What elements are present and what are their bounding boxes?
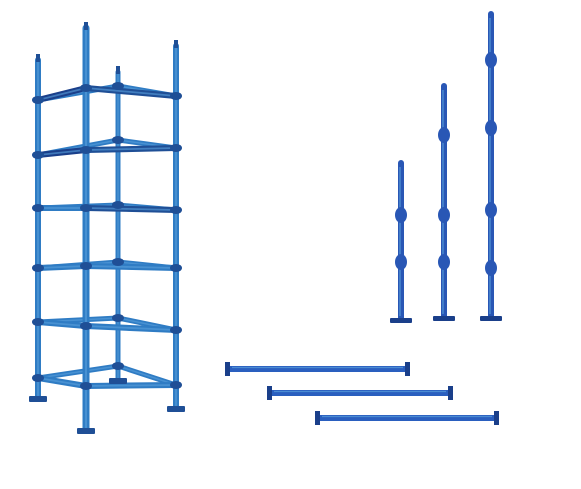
tower-spigot-1 bbox=[84, 22, 88, 30]
ledger-2-end-left bbox=[267, 386, 272, 400]
tower-base-plate-2 bbox=[109, 378, 127, 384]
standard-1-cup-2 bbox=[395, 254, 407, 270]
standard-3-base-plate bbox=[480, 316, 502, 321]
standard-1-base-plate bbox=[390, 318, 412, 323]
tower-rosette-1-1 bbox=[80, 84, 92, 92]
ledger-3-end-right bbox=[494, 411, 499, 425]
tower-rosette-5-4 bbox=[112, 314, 124, 322]
ledger-1-end-left bbox=[225, 362, 230, 376]
standard-3-cup-1 bbox=[485, 52, 497, 68]
ledger-1-end-right bbox=[405, 362, 410, 376]
tower-base-plate-3 bbox=[77, 428, 95, 434]
tower-ledger-left-2-highlight bbox=[37, 149, 87, 156]
tower-rosette-3-4 bbox=[112, 201, 124, 209]
tower-rosette-6-1 bbox=[80, 382, 92, 390]
tower-ledger-back-6-highlight bbox=[37, 365, 119, 379]
tower-rosette-4-3 bbox=[32, 264, 44, 272]
standard-3-cup-4 bbox=[485, 260, 497, 276]
tower-rosette-2-1 bbox=[80, 146, 92, 154]
tower-ledger-front-1-highlight bbox=[85, 87, 177, 97]
tower-ledger-front-4-highlight bbox=[85, 265, 177, 269]
scaffold-tower bbox=[29, 22, 185, 434]
tower-rosette-3-1 bbox=[80, 204, 92, 212]
tower-rosette-6-2 bbox=[170, 381, 182, 389]
tower-rosette-3-3 bbox=[32, 204, 44, 212]
tower-rosette-4-4 bbox=[112, 258, 124, 266]
standard-2-cup-1 bbox=[438, 127, 450, 143]
tower-rosette-2-4 bbox=[112, 136, 124, 144]
tower-spigot-3 bbox=[36, 54, 40, 62]
horizontal-ledgers-group bbox=[225, 362, 499, 425]
tower-rosette-5-3 bbox=[32, 318, 44, 326]
tower-rosette-2-3 bbox=[32, 151, 44, 159]
tower-rosette-4-1 bbox=[80, 262, 92, 270]
ledger-3-end-left bbox=[315, 411, 320, 425]
standard-3-cup-2 bbox=[485, 120, 497, 136]
tower-rosette-4-2 bbox=[170, 264, 182, 272]
tower-ledger-front-3-highlight bbox=[85, 207, 177, 211]
tower-base-plate-4 bbox=[167, 406, 185, 412]
tower-ledger-left-4-highlight bbox=[37, 265, 87, 269]
tower-ledger-front-5-highlight bbox=[85, 325, 177, 331]
tower-ledger-left-1-highlight bbox=[37, 87, 87, 101]
tower-rosette-6-3 bbox=[32, 374, 44, 382]
standard-3-cup-3 bbox=[485, 202, 497, 218]
tower-base-plate-1 bbox=[29, 396, 47, 402]
tower-ledger-front-2-highlight bbox=[85, 147, 177, 151]
tower-ledger-front-6-highlight bbox=[85, 384, 177, 387]
standard-1-cup-1 bbox=[395, 207, 407, 223]
tower-spigot-4 bbox=[116, 66, 120, 74]
tower-spigot-2 bbox=[174, 40, 178, 48]
tower-rosette-3-2 bbox=[170, 206, 182, 214]
tower-ledger-left-5-highlight bbox=[37, 321, 87, 327]
standard-2-base-plate bbox=[433, 316, 455, 321]
tower-rosette-2-2 bbox=[170, 144, 182, 152]
tower-rosette-5-2 bbox=[170, 326, 182, 334]
tower-rosette-5-1 bbox=[80, 322, 92, 330]
standard-2-cup-2 bbox=[438, 207, 450, 223]
tower-ledger-right-6-highlight bbox=[117, 365, 177, 386]
tower-rosette-1-4 bbox=[112, 82, 124, 90]
vertical-standards-group bbox=[390, 11, 502, 323]
tower-rosette-1-3 bbox=[32, 96, 44, 104]
tower-rosette-1-2 bbox=[170, 92, 182, 100]
tower-ledger-left-6-highlight bbox=[37, 377, 87, 387]
tower-rosette-6-4 bbox=[112, 362, 124, 370]
standard-2-cup-3 bbox=[438, 254, 450, 270]
ledger-2-end-right bbox=[448, 386, 453, 400]
